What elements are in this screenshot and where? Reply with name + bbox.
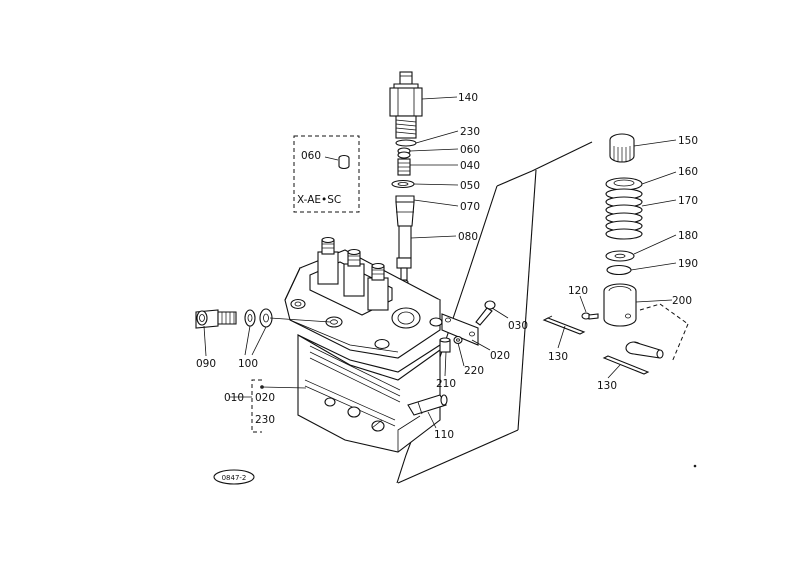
callout-020: 020 xyxy=(490,350,510,362)
shim-190 xyxy=(606,264,632,276)
washer-100 xyxy=(244,308,273,328)
dashed-leader-200 xyxy=(639,303,689,363)
callout-120: 120 xyxy=(568,285,588,297)
callout-180: 180 xyxy=(678,230,698,242)
shaft-110 xyxy=(407,394,448,416)
stamp-text: 0847-2 xyxy=(222,474,247,482)
bolt-030 xyxy=(475,300,496,326)
pin-120 xyxy=(581,312,599,320)
callout-130-left: 130 xyxy=(548,351,568,363)
spring-seat-160 xyxy=(605,177,643,191)
plate-020 xyxy=(441,313,479,346)
tappet-200 xyxy=(603,283,637,327)
lower-seat-180 xyxy=(605,250,635,262)
callout-030: 030 xyxy=(508,320,528,332)
group-bracket-010 xyxy=(251,379,307,433)
delivery-valve-070 xyxy=(395,195,415,227)
callout-170: 170 xyxy=(678,195,698,207)
banjo-bolt-090 xyxy=(195,309,237,329)
outlet-tower-3 xyxy=(367,262,389,311)
sleeve-210 xyxy=(439,337,451,353)
callout-150: 150 xyxy=(678,135,698,147)
stopper-040 xyxy=(397,158,411,176)
callout-160: 160 xyxy=(678,166,698,178)
callout-020-group: 020 xyxy=(255,392,275,404)
pin-130-left xyxy=(542,315,586,335)
callout-labels: 140 230 060 040 050 070 080 060 X-AE•SC … xyxy=(196,92,698,441)
callout-210: 210 xyxy=(436,378,456,390)
callout-060: 060 xyxy=(460,144,480,156)
roller-200 xyxy=(625,341,664,359)
inset-box xyxy=(293,135,360,213)
plunger-080 xyxy=(396,225,412,285)
spring-060 xyxy=(397,147,411,159)
callout-230: 230 xyxy=(460,126,480,138)
delivery-valve-holder-140 xyxy=(389,71,423,139)
leader-lines xyxy=(203,96,677,429)
outlet-tower-1 xyxy=(317,236,339,285)
pump-body-010 xyxy=(284,236,443,453)
callout-230-group: 230 xyxy=(255,414,275,426)
callout-130-right: 130 xyxy=(597,380,617,392)
callout-060-inset: 060 xyxy=(301,150,321,162)
callout-100: 100 xyxy=(238,358,258,370)
tappet-cap-150 xyxy=(609,133,635,163)
inset-model-label: X-AE•SC xyxy=(297,194,341,206)
pin-130-right xyxy=(602,355,650,375)
callout-070: 070 xyxy=(460,201,480,213)
callout-090: 090 xyxy=(196,358,216,370)
callout-110: 110 xyxy=(434,429,454,441)
o-ring-230 xyxy=(395,139,417,147)
callout-140: 140 xyxy=(458,92,478,104)
callout-200: 200 xyxy=(672,295,692,307)
plunger-spring-170 xyxy=(605,188,643,240)
nut-220 xyxy=(453,335,463,345)
speck xyxy=(693,464,697,468)
gasket-050 xyxy=(391,179,415,189)
callout-080: 080 xyxy=(458,231,478,243)
callout-220: 220 xyxy=(464,365,484,377)
callout-050: 050 xyxy=(460,180,480,192)
callout-190: 190 xyxy=(678,258,698,270)
section-separator xyxy=(396,141,593,484)
reference-stamp: 0847-2 xyxy=(213,469,255,485)
outlet-tower-2 xyxy=(343,248,365,297)
callout-040: 040 xyxy=(460,160,480,172)
callout-010: 010 xyxy=(224,392,244,404)
